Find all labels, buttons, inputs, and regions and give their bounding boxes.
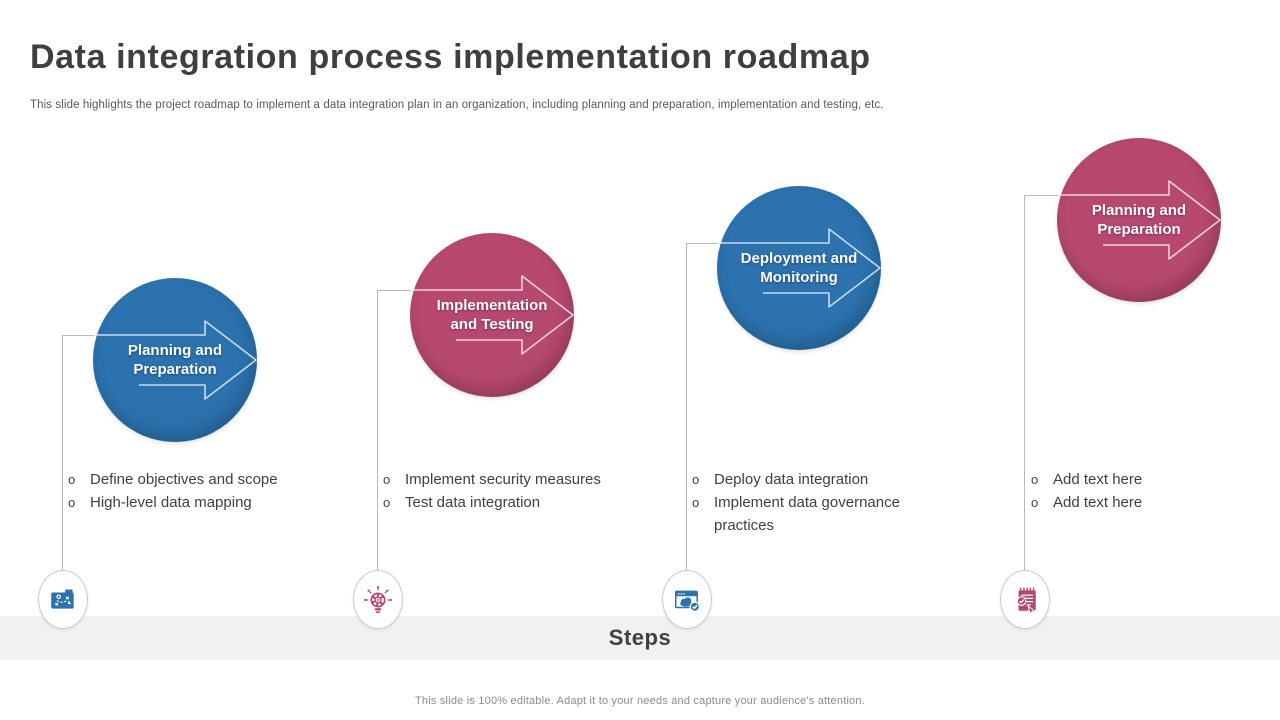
connector-line [686, 243, 687, 571]
connector-line [377, 290, 378, 571]
bullet-text: High-level data mapping [90, 494, 252, 511]
bullet-text: Add text here [1053, 494, 1143, 511]
step-circle-deployment-monitoring: Deployment and Monitoring [717, 186, 881, 350]
strategy-map-icon [51, 589, 74, 609]
step-label: Deployment and Monitoring [740, 250, 858, 286]
bullet-text: Implement data governance practices [714, 494, 900, 534]
step-icon-bubble [662, 570, 712, 629]
bullet-item: o Add text here [1031, 491, 1271, 514]
step-icon-bubble [353, 570, 403, 629]
right-arrow-icon [410, 275, 574, 355]
right-arrow-icon [1057, 180, 1221, 260]
slide-footer-note: This slide is 100% editable. Adapt it to… [415, 695, 865, 707]
step-circle-planning-preparation-2: Planning and Preparation [1057, 138, 1221, 302]
connector-line [1024, 195, 1025, 571]
slide-subtitle: This slide highlights the project roadma… [30, 99, 884, 111]
bullet-marker: o [692, 472, 700, 487]
bullet-marker: o [692, 495, 700, 510]
bullet-item: o Implement data governance practices [692, 491, 924, 537]
bullet-marker: o [383, 472, 391, 487]
step-label: Planning and Preparation [1091, 202, 1187, 238]
step-label: Planning and Preparation [127, 342, 223, 378]
bullet-item: o Implement security measures [383, 468, 683, 491]
bullet-marker: o [383, 495, 391, 510]
bullet-item: o High-level data mapping [68, 491, 368, 514]
bullet-text: Test data integration [405, 494, 541, 511]
bullet-marker: o [68, 495, 76, 510]
right-arrow-icon [717, 228, 881, 308]
bullet-text: Define objectives and scope [90, 471, 278, 488]
right-arrow-icon [93, 320, 257, 400]
bullet-marker: o [68, 472, 76, 487]
bullet-item: o Add text here [1031, 468, 1271, 491]
bullet-text: Deploy data integration [714, 471, 869, 488]
page-title: Data integration process implementation … [30, 38, 871, 76]
connector-line [62, 335, 63, 571]
step-circle-planning-preparation: Planning and Preparation [93, 278, 257, 442]
step-label: Implementation and Testing [436, 297, 548, 333]
bullet-text: Implement security measures [405, 471, 601, 488]
step-circle-implementation-testing: Implementation and Testing [410, 233, 574, 397]
step-icon-bubble [38, 570, 88, 629]
bullet-marker: o [1031, 472, 1039, 487]
steps-band-label: Steps [608, 625, 672, 650]
idea-gear-bulb-icon [363, 585, 393, 613]
steps-band [0, 616, 1280, 660]
bullet-item: o Define objectives and scope [68, 468, 368, 491]
bullet-item: o Test data integration [383, 491, 683, 514]
bullet-item: o Deploy data integration [692, 468, 924, 491]
cloud-deployment-icon [675, 590, 701, 612]
checklist-review-icon [1016, 587, 1039, 615]
bullet-marker: o [1031, 495, 1039, 510]
bullet-text: Add text here [1053, 471, 1143, 488]
step-icon-bubble [1000, 570, 1050, 629]
